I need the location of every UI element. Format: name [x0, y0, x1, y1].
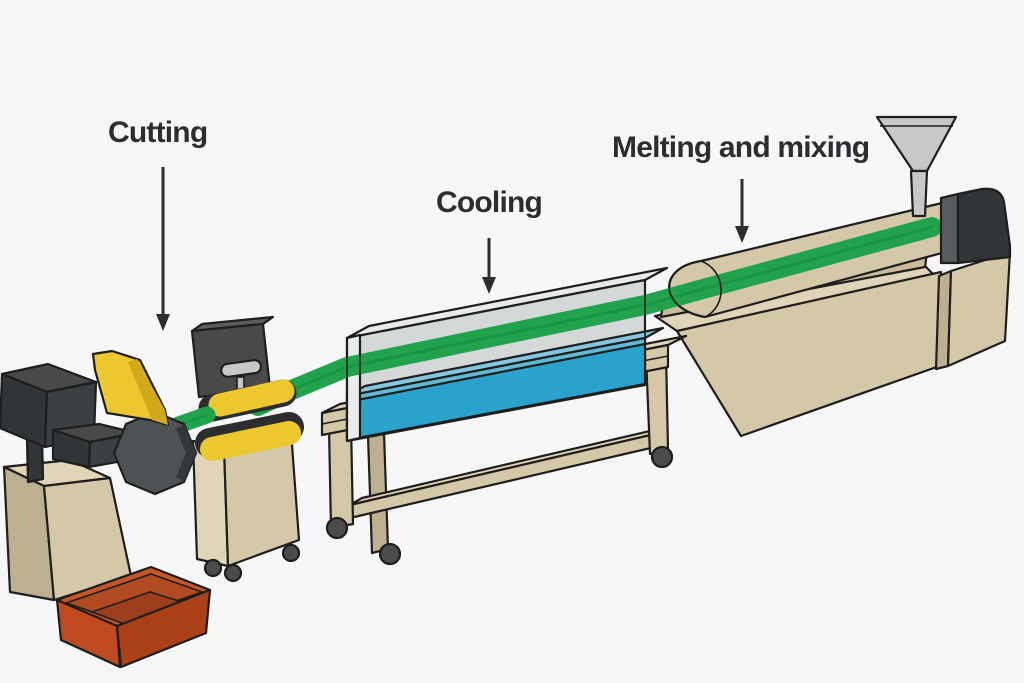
arrow-cutting — [156, 167, 170, 331]
die-cap-seam — [700, 260, 722, 318]
cutting-wheel-shade — [176, 424, 196, 482]
motor-pedestal-front — [946, 250, 1012, 368]
motor-side-face — [939, 192, 960, 265]
arrow-cooling — [482, 238, 496, 294]
arrow-cutting-head — [156, 314, 170, 331]
caster-wheel — [650, 445, 674, 469]
drive-motor — [939, 187, 1012, 265]
die-cap-outline — [668, 260, 706, 318]
cutter-unit — [0, 349, 216, 602]
caster-wheel — [281, 543, 301, 563]
puller-unit — [190, 315, 304, 583]
caster-wheel — [203, 558, 223, 578]
cutting-wheel — [112, 410, 198, 496]
hopper-funnel — [875, 115, 958, 173]
feed-hopper — [875, 115, 958, 218]
caster-wheel — [325, 516, 349, 540]
arrow-melting — [735, 179, 749, 243]
tank-glass-left-edge — [345, 333, 362, 443]
hopper-neck — [909, 169, 929, 218]
blade-guard-fold — [128, 359, 168, 425]
top-roller — [208, 379, 295, 417]
label-cooling: Cooling — [436, 186, 543, 219]
bottom-roller — [200, 421, 301, 461]
collection-bin — [55, 565, 212, 669]
label-cutting: Cutting — [108, 116, 208, 149]
caster-wheel — [223, 563, 243, 583]
puller-panel-slot — [220, 359, 263, 378]
motor-body — [956, 187, 1012, 265]
arrow-cooling-head — [482, 277, 496, 294]
arrow-melting-head — [735, 226, 749, 243]
bin-wall-right — [115, 588, 212, 669]
label-melting-and-mixing: Melting and mixing — [612, 131, 870, 164]
caster-wheel — [378, 542, 402, 566]
table-shelf-front — [348, 432, 657, 520]
